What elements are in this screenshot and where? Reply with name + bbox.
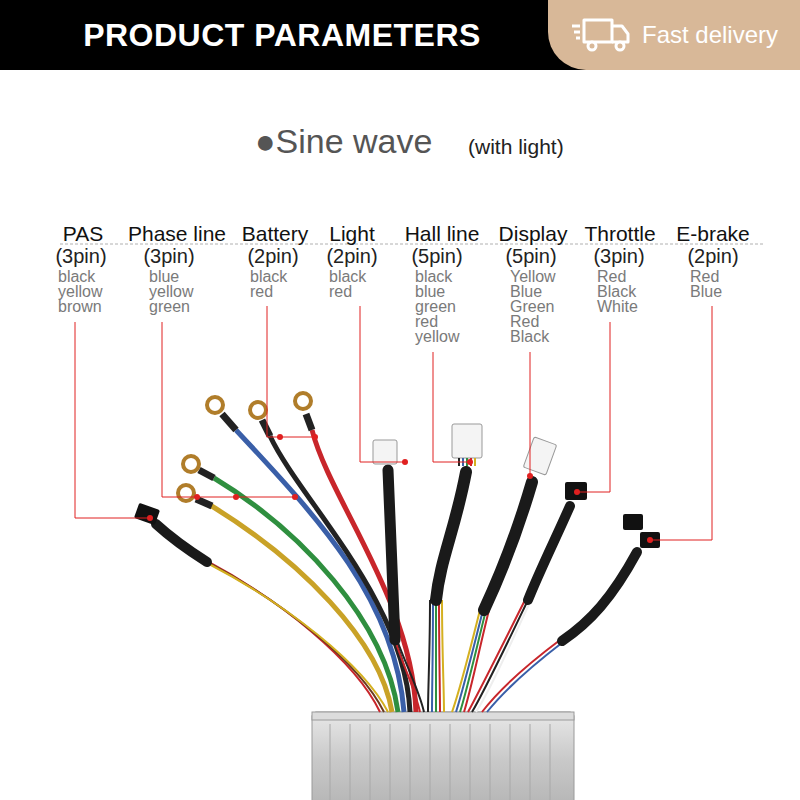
port-name: Light bbox=[329, 222, 375, 246]
light-cable bbox=[388, 470, 424, 712]
wire-color: yellow bbox=[149, 284, 193, 299]
delivery-text: Fast delivery bbox=[642, 21, 778, 49]
pin-count: (2pin) bbox=[687, 245, 738, 268]
wire-color: Red bbox=[597, 269, 626, 284]
throttle-cable bbox=[468, 506, 570, 712]
port-name: Display bbox=[499, 222, 568, 246]
delivery-tab: Fast delivery bbox=[548, 0, 800, 70]
wire-color: White bbox=[597, 299, 638, 314]
port-name: PAS bbox=[63, 222, 103, 246]
wire-color: Blue bbox=[510, 284, 542, 299]
pin-count: (3pin) bbox=[593, 245, 644, 268]
wire-color: Red bbox=[690, 269, 719, 284]
wire-color: yellow bbox=[58, 284, 102, 299]
wire-color: red bbox=[329, 284, 352, 299]
ebrake-cable bbox=[482, 552, 637, 712]
pin-count: (3pin) bbox=[143, 245, 194, 268]
wire-color: black bbox=[329, 269, 366, 284]
wire-color: black bbox=[250, 269, 287, 284]
wire-color: black bbox=[415, 269, 452, 284]
truck-icon bbox=[570, 14, 632, 56]
title-text: PRODUCT PARAMETERS bbox=[83, 17, 481, 54]
pin-count: (5pin) bbox=[505, 245, 556, 268]
wire-color: Yellow bbox=[510, 269, 556, 284]
leader-dots bbox=[147, 434, 653, 543]
hall-connector bbox=[452, 424, 482, 458]
leader-lines bbox=[75, 306, 712, 540]
wire-color: Black bbox=[597, 284, 636, 299]
light-connector bbox=[373, 440, 397, 464]
pin-count: (2pin) bbox=[326, 245, 377, 268]
housing-flange bbox=[312, 712, 574, 720]
wire-color: red bbox=[415, 314, 438, 329]
wire-color: Blue bbox=[690, 284, 722, 299]
housing-fins bbox=[330, 724, 550, 800]
wire-color: Red bbox=[510, 314, 539, 329]
wire-color: green bbox=[415, 299, 456, 314]
port-name: Hall line bbox=[405, 222, 480, 246]
controller-housing bbox=[312, 712, 574, 800]
wire-color: yellow bbox=[415, 329, 459, 344]
hall-cable bbox=[428, 472, 466, 712]
variant-title: ●Sine wave bbox=[255, 122, 432, 161]
wire-color: Green bbox=[510, 299, 554, 314]
pin-count: (3pin) bbox=[55, 245, 106, 268]
pas-connector bbox=[134, 503, 160, 526]
pin-count: (2pin) bbox=[247, 245, 298, 268]
port-name: Battery bbox=[242, 222, 309, 246]
wire-color: blue bbox=[415, 284, 445, 299]
pas-cable bbox=[156, 524, 388, 712]
wire-color: black bbox=[58, 269, 95, 284]
variant-note: (with light) bbox=[468, 135, 564, 159]
wire-color: red bbox=[250, 284, 273, 299]
battery-wires bbox=[250, 393, 416, 712]
wire-color: green bbox=[149, 299, 190, 314]
wire-color: blue bbox=[149, 269, 179, 284]
ebrake-connector bbox=[623, 514, 643, 530]
display-connector bbox=[523, 437, 556, 475]
pin-count: (5pin) bbox=[411, 245, 462, 268]
port-name: Throttle bbox=[584, 222, 655, 246]
wire-color: brown bbox=[58, 299, 102, 314]
throttle-connector bbox=[565, 482, 587, 500]
port-name: Phase line bbox=[128, 222, 226, 246]
port-name: E-brake bbox=[676, 222, 750, 246]
wire-color: Black bbox=[510, 329, 549, 344]
